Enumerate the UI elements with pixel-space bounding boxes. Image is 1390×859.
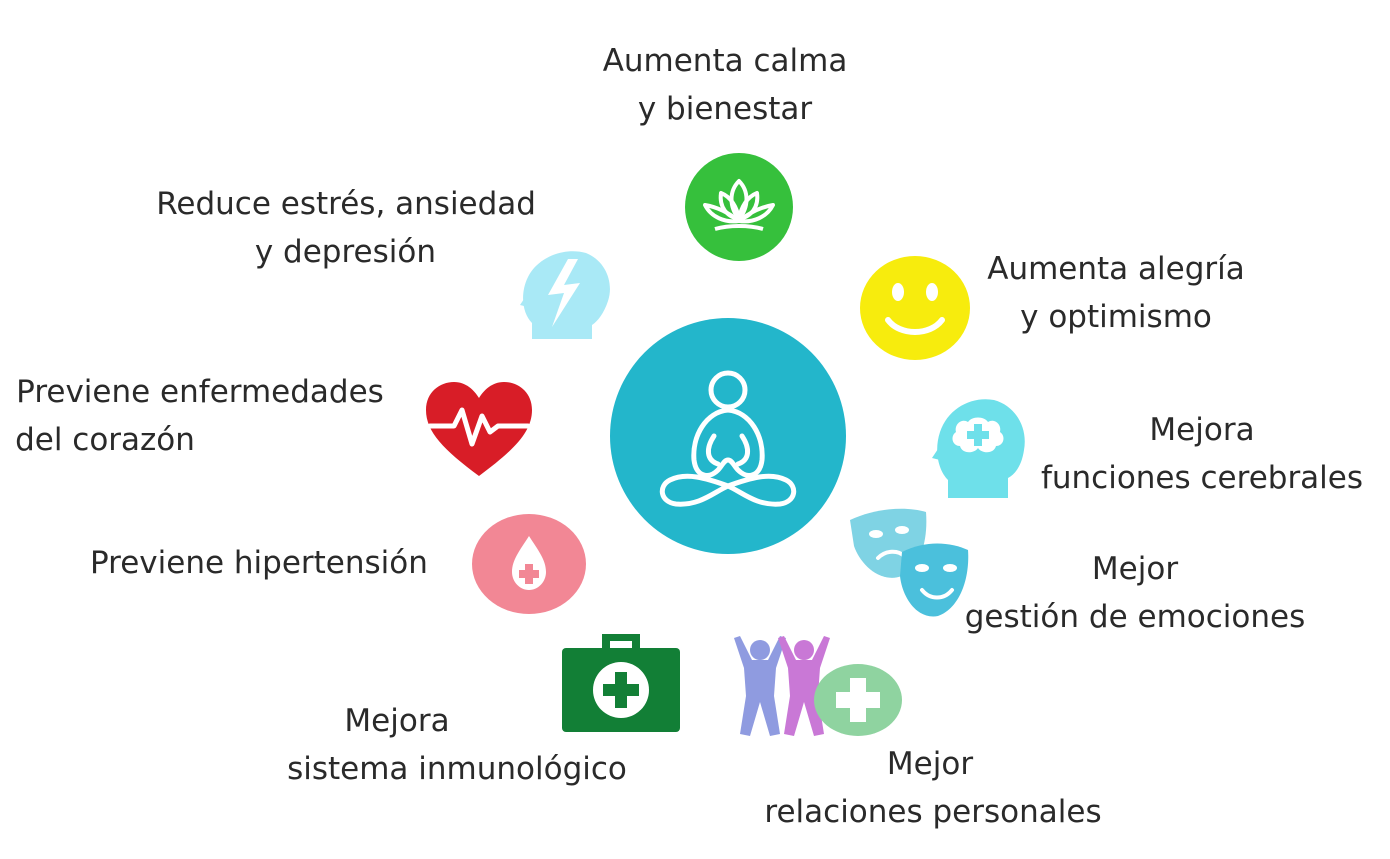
blood-drop-icon	[472, 514, 586, 614]
label-heart: Previene enfermedades del corazón	[15, 374, 384, 458]
lotus-icon	[685, 153, 793, 261]
label-stress: Reduce estrés, ansiedad y depresión	[156, 186, 536, 270]
label-emotions: Mejor gestión de emociones	[964, 551, 1306, 635]
meditation-icon	[610, 318, 846, 554]
first-aid-kit-icon	[562, 630, 680, 732]
label-brain: Mejora funciones cerebrales	[1040, 412, 1364, 496]
theater-masks-icon	[846, 504, 972, 622]
people-icon	[730, 636, 906, 738]
label-joy: Aumenta alegría y optimismo	[987, 251, 1245, 335]
smiley-icon	[860, 256, 970, 360]
label-calm: Aumenta calma y bienestar	[602, 43, 848, 127]
heart-pulse-icon	[424, 380, 534, 478]
stress-head-icon	[518, 243, 614, 343]
label-hypertension: Previene hipertensión	[90, 545, 428, 581]
label-immune: Mejora sistema inmunológico	[287, 703, 627, 787]
brain-head-icon	[932, 392, 1028, 500]
label-relations: Mejor relaciones personales	[764, 746, 1102, 830]
